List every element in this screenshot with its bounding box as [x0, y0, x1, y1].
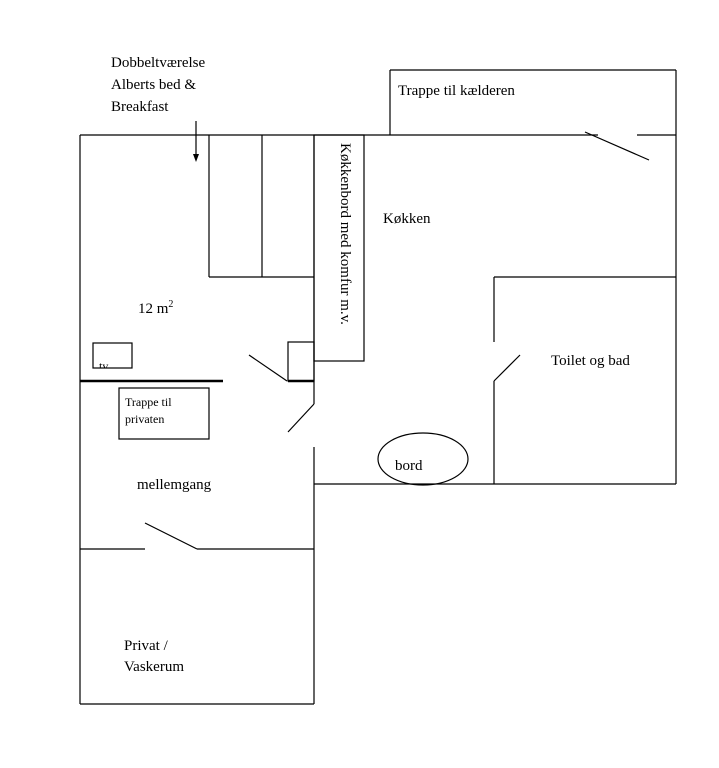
area-label: 12 m2	[138, 299, 173, 317]
tv-box	[92, 342, 133, 369]
room-title-line2: Alberts bed &	[111, 77, 196, 93]
private-line1: Privat /	[124, 638, 169, 654]
room-title-line1: Dobbeltværelse	[111, 55, 205, 71]
door-kitchen	[287, 403, 315, 433]
small-cabinet	[287, 341, 315, 382]
room-title-line3: Breakfast	[111, 99, 169, 115]
doors	[144, 131, 650, 550]
table-label: bord	[395, 458, 423, 474]
tv-label-clip: tv	[99, 359, 108, 373]
hallway-label: mellemgang	[137, 477, 212, 493]
door-basement	[584, 131, 650, 161]
kitchen-counter-label: Køkkenbord med komfur m.v.	[337, 143, 353, 325]
private-line2: Vaskerum	[124, 659, 184, 675]
room-arrow	[193, 121, 199, 162]
private-stairs-line1: Trappe til	[125, 395, 172, 409]
table	[377, 432, 469, 486]
area-unit-sup: 2	[168, 299, 173, 310]
basement-stairs-label: Trappe til kælderen	[398, 83, 515, 99]
private-stairs-line2: privaten	[125, 412, 164, 426]
walls	[79, 69, 677, 705]
kitchen-label: Køkken	[383, 211, 431, 227]
kitchen-counter	[313, 134, 365, 362]
door-toilet	[493, 354, 521, 382]
table-label-clip: bord	[395, 458, 423, 474]
door-room	[248, 354, 288, 382]
toilet-bath-label: Toilet og bad	[551, 353, 630, 369]
tv-label: tv	[99, 359, 108, 373]
door-private	[144, 522, 198, 550]
arrow-head-icon	[193, 154, 199, 162]
private-stairs-box	[118, 387, 210, 440]
area-number: 12 m	[138, 301, 169, 317]
